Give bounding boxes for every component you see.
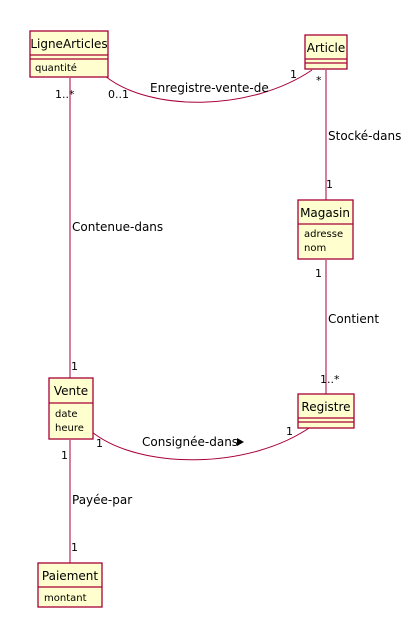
multiplicity-source: 1 — [61, 449, 68, 462]
class-attribute: nom — [304, 243, 326, 254]
class-name: Article — [307, 41, 346, 55]
association-label: Stocké-dans — [328, 129, 401, 143]
multiplicity-target: 1 — [290, 68, 297, 81]
association-stocke-dans: Stocké-dans * 1 — [316, 70, 401, 200]
association-label: Contenue-dans — [72, 220, 163, 234]
multiplicity-target: 1..* — [320, 373, 340, 386]
class-box — [48, 377, 94, 440]
association-label: Payée-par — [72, 493, 132, 507]
class-name: Paiement — [42, 569, 98, 583]
multiplicity-target: 1 — [71, 360, 78, 373]
multiplicity-target: 1 — [326, 178, 333, 191]
class-box — [29, 30, 109, 78]
association-contenue-dans: Contenue-dans 1..* 1 — [55, 78, 163, 378]
class-name: Registre — [301, 400, 350, 414]
multiplicity-source: * — [316, 74, 322, 87]
class-name: Vente — [54, 384, 88, 398]
class-name: LigneArticles — [30, 37, 107, 51]
class-registre[interactable]: Registre — [297, 393, 355, 429]
multiplicity-source: 1 — [96, 437, 103, 450]
class-box — [297, 199, 354, 260]
association-contient: Contient 1 1..* — [315, 260, 379, 394]
association-enregistre-vente-de: Enregistre-vente-de 0..1 1 — [104, 68, 313, 103]
association-line — [104, 69, 313, 103]
multiplicity-source: 1..* — [55, 88, 75, 101]
class-attribute: heure — [55, 423, 84, 434]
association-label: Enregistre-vente-de — [150, 81, 269, 95]
multiplicity-target: 1 — [71, 541, 78, 554]
multiplicity-source: 1 — [315, 267, 322, 280]
class-ligne-articles[interactable]: LigneArticles quantité — [29, 30, 109, 78]
association-payee-par: Payée-par 1 1 — [61, 440, 132, 563]
class-box — [37, 562, 103, 608]
class-attribute: quantité — [35, 62, 77, 74]
association-consignee-dans: Consignée-dans 1 1 — [91, 425, 313, 461]
class-magasin[interactable]: Magasin adresse nom — [297, 199, 354, 260]
class-attribute: montant — [44, 593, 87, 604]
association-label: Contient — [328, 312, 379, 326]
association-label: Consignée-dans — [142, 435, 238, 449]
multiplicity-target: 1 — [286, 425, 293, 438]
class-name: Magasin — [300, 206, 350, 220]
association-line — [91, 425, 313, 461]
class-attribute: date — [55, 409, 78, 420]
class-article[interactable]: Article — [304, 34, 348, 70]
direction-arrow-icon — [237, 438, 244, 446]
class-attribute: adresse — [304, 229, 343, 240]
class-vente[interactable]: Vente date heure — [48, 377, 94, 440]
class-paiement[interactable]: Paiement montant — [37, 562, 103, 608]
multiplicity-source: 0..1 — [108, 88, 129, 101]
